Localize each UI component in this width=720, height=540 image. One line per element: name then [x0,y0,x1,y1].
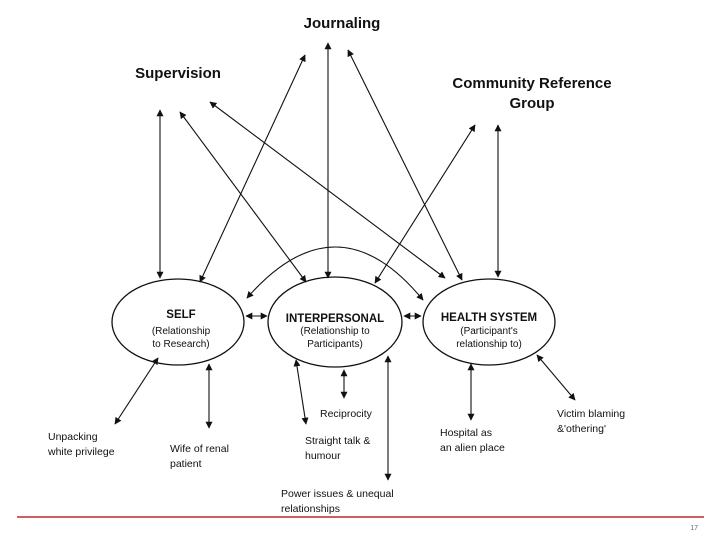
arrow-community-supervision-cross [209,101,446,279]
health-system-ellipse [422,278,556,366]
community-reference-label-line2: Group [510,95,555,112]
unpacking-label-line2: white privilege [47,446,115,458]
health-system-subtitle-line2: relationship to) [456,339,522,350]
victim-blaming-label-line2: &'othering' [557,423,606,435]
health-system-title: HEALTH SYSTEM [441,312,537,324]
victim-blaming-label-line1: Victim blaming [557,408,625,420]
unpacking-label-line1: Unpacking [48,431,98,443]
self-subtitle-line1: (Relationship [152,326,211,337]
power-issues-label-line1: Power issues & unequal [281,488,394,500]
arrow-interpersonal-straight-talk [293,359,309,425]
arrow-journaling-self [199,54,306,283]
arrow-community-interpersonal [374,124,476,284]
arrow-supervision-interpersonal [179,111,307,283]
health-system-subtitle-line1: (Participant's [460,326,518,337]
arrow-self-health-system-arc [246,246,424,301]
interpersonal-subtitle-line2: Participants) [307,339,363,350]
straight-talk-label-line2: humour [305,450,341,462]
hospital-label-line1: Hospital as [440,427,492,439]
power-issues-label-line2: relationships [281,503,340,515]
self-subtitle-line2: to Research) [152,339,209,350]
interpersonal-title: INTERPERSONAL [286,313,384,325]
supervision-label: Supervision [135,65,221,82]
straight-talk-label-line1: Straight talk & [305,435,370,447]
self-ellipse [111,278,245,366]
arrow-health-victim [536,354,576,401]
community-reference-label-line1: Community Reference [452,75,611,92]
wife-label-line2: patient [170,458,202,470]
journaling-label: Journaling [304,15,381,32]
hospital-label-line2: an alien place [440,442,505,454]
interpersonal-subtitle-line1: (Relationship to [300,326,370,337]
wife-label-line1: Wife of renal [170,443,229,455]
arrow-self-unpacking [114,357,159,425]
page-number: 17 [690,525,698,532]
self-title: SELF [166,309,195,321]
arrow-journaling-health-system [347,49,463,281]
reciprocity-label: Reciprocity [320,408,373,420]
